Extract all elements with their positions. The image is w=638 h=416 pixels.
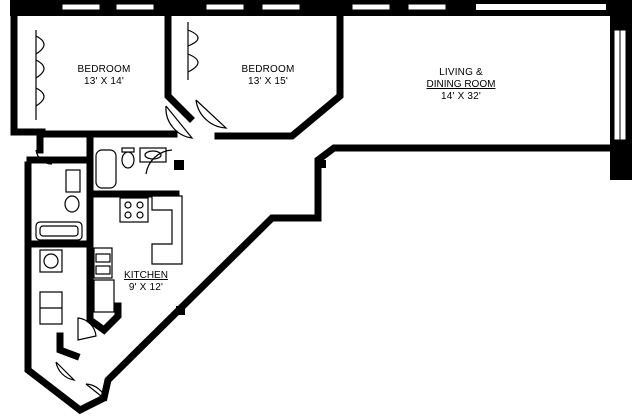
bedroom-2-name: BEDROOM [241, 64, 294, 75]
bedroom-2-wall [214, 10, 344, 140]
kitchen-name: KITCHEN [124, 270, 168, 281]
top-wall [10, 0, 632, 16]
bedroom-1-name: BEDROOM [77, 64, 130, 75]
room-label-bedroom-2: BEDROOM 13' X 15' [241, 64, 294, 87]
room-label-living: LIVING & DINING ROOM 14' X 32' [427, 67, 496, 102]
right-wall [610, 14, 632, 180]
living-name-line2: DINING ROOM [427, 79, 496, 90]
bath-wall [86, 130, 122, 335]
bedroom-1-size: 13' X 14' [84, 76, 124, 87]
room-label-kitchen: KITCHEN 9' X 12' [124, 270, 168, 293]
bathroom-fixtures [35, 147, 173, 241]
hall-wall [26, 156, 94, 248]
closet-wall [56, 332, 81, 361]
closet-doors [35, 22, 199, 120]
bedroom-doors [165, 99, 228, 139]
bedroom-divider [164, 10, 195, 123]
kitchen-size: 9' X 12' [129, 282, 163, 293]
bedroom-2-size: 13' X 15' [248, 76, 288, 87]
living-size: 14' X 32' [441, 91, 481, 102]
exterior-wall [10, 10, 614, 415]
entry-doors [55, 317, 108, 402]
washer-dryer [39, 249, 63, 325]
living-name-line1: LIVING & [439, 67, 483, 78]
room-label-bedroom-1: BEDROOM 13' X 14' [77, 64, 130, 87]
kitchen-fixtures [93, 195, 183, 313]
